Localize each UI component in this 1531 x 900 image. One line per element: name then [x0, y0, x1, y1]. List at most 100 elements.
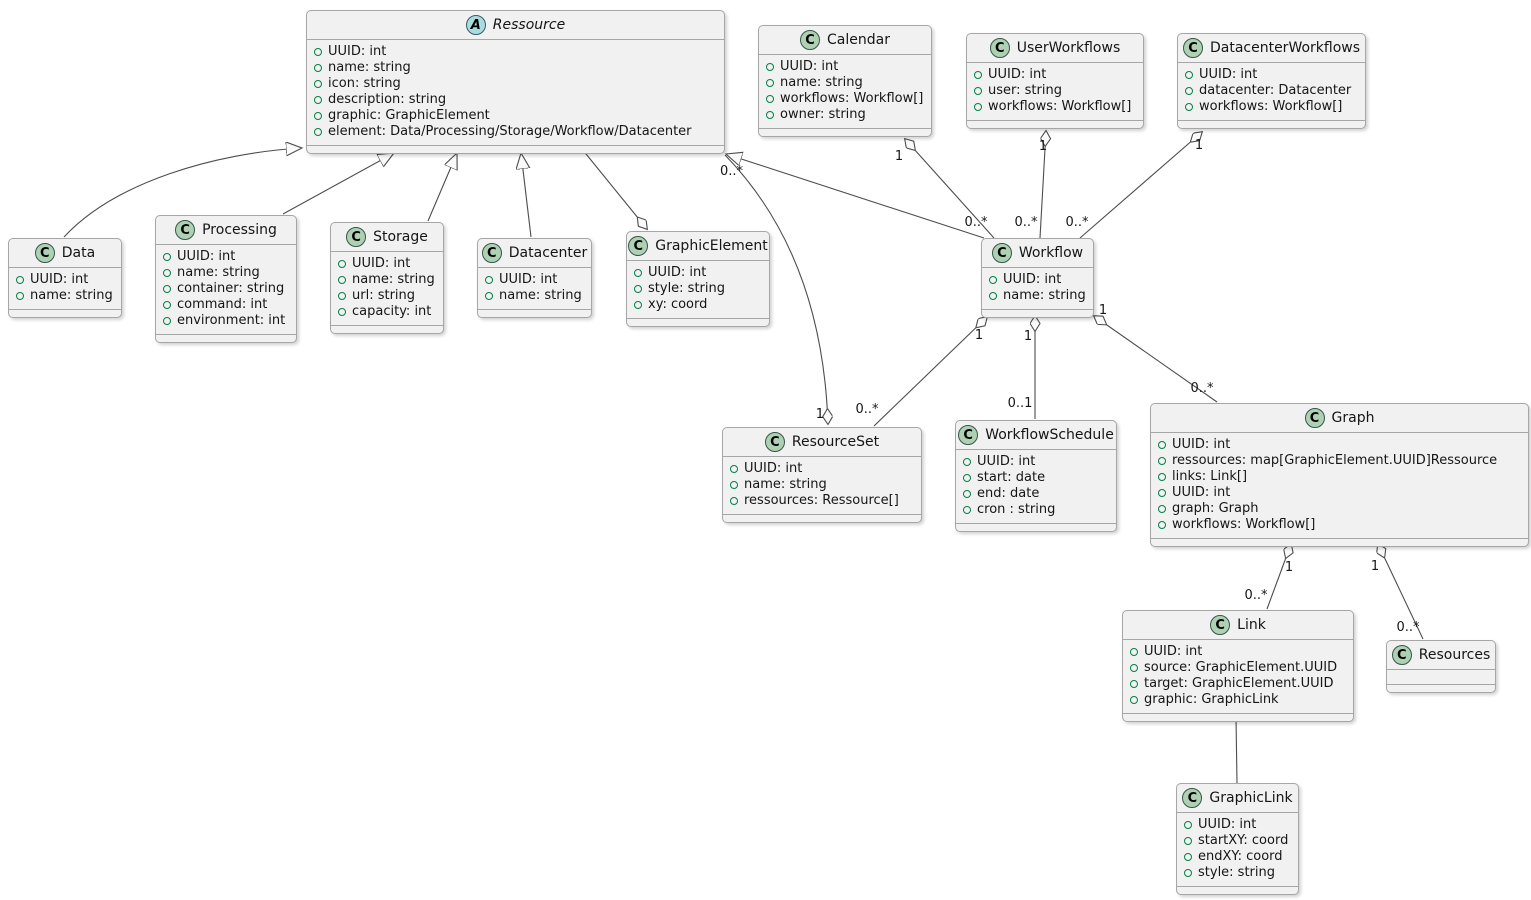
attribute-text: command: int — [177, 297, 268, 312]
class-badge-icon: C — [1391, 645, 1412, 665]
field-visibility-icon — [634, 301, 642, 309]
multiplicity-label: 0..* — [855, 402, 879, 417]
attribute-row: UUID: int — [336, 256, 437, 272]
field-visibility-icon — [1158, 489, 1166, 497]
attribute-text: endXY: coord — [1198, 849, 1283, 864]
attribute-text: graphic: GraphicLink — [1144, 692, 1279, 707]
attribute-row: target: GraphicElement.UUID — [1128, 676, 1347, 692]
field-visibility-icon — [974, 87, 982, 95]
attribute-row: start: date — [961, 470, 1110, 486]
class-title: C Storage — [331, 223, 443, 252]
attribute-text: UUID: int — [977, 454, 1036, 469]
class-box-resources: C Resources — [1386, 640, 1496, 693]
edge-aggregation-workflow-graph — [1094, 316, 1218, 403]
attribute-row: name: string — [312, 60, 718, 76]
class-name: GraphicLink — [1209, 790, 1293, 806]
field-visibility-icon — [989, 292, 997, 300]
methods-compartment — [627, 319, 769, 326]
attribute-row: owner: string — [764, 107, 925, 123]
class-title: C Resources — [1387, 641, 1495, 670]
attribute-text: UUID: int — [30, 272, 89, 287]
field-visibility-icon — [1130, 664, 1138, 672]
attribute-text: end: date — [977, 486, 1040, 501]
field-visibility-icon — [1130, 680, 1138, 688]
class-badge-icon: C — [764, 432, 785, 452]
attribute-text: cron : string — [977, 502, 1056, 517]
field-visibility-icon — [1158, 473, 1166, 481]
attribute-text: UUID: int — [1172, 437, 1231, 452]
field-visibility-icon — [314, 48, 322, 56]
field-visibility-icon — [1158, 521, 1166, 529]
field-visibility-icon — [974, 103, 982, 111]
multiplicity-label: 0..* — [1190, 381, 1214, 396]
class-title: C Processing — [156, 216, 296, 245]
methods-compartment — [1178, 121, 1365, 128]
methods-compartment — [1387, 685, 1495, 692]
field-visibility-icon — [766, 95, 774, 103]
multiplicity-label: 1 — [1039, 139, 1047, 154]
field-visibility-icon — [634, 285, 642, 293]
attribute-text: UUID: int — [1198, 817, 1257, 832]
attribute-row: name: string — [483, 288, 585, 304]
multiplicity-label: 0..* — [964, 215, 988, 230]
attribute-text: environment: int — [177, 313, 286, 328]
class-badge-icon: C — [800, 30, 821, 50]
attribute-row: startXY: coord — [1182, 833, 1292, 849]
class-badge-icon: C — [1182, 788, 1203, 808]
attribute-text: ressources: map[GraphicElement.UUID]Ress… — [1172, 453, 1498, 468]
attribute-text: workflows: Workflow[] — [988, 99, 1132, 114]
edge-generalization-storage-ressource — [427, 153, 457, 222]
attribute-text: name: string — [744, 477, 827, 492]
attribute-text: xy: coord — [648, 297, 708, 312]
methods-compartment — [331, 326, 443, 333]
attribute-row: UUID: int — [1183, 67, 1359, 83]
attribute-text: UUID: int — [328, 44, 387, 59]
field-visibility-icon — [730, 465, 738, 473]
field-visibility-icon — [314, 112, 322, 120]
methods-compartment — [478, 310, 591, 317]
class-badge-icon: C — [34, 243, 55, 263]
field-visibility-icon — [1185, 87, 1193, 95]
field-visibility-icon — [963, 490, 971, 498]
methods-compartment — [967, 121, 1143, 128]
attribute-text: name: string — [1003, 288, 1086, 303]
edge-aggregation-graph-resources — [1378, 544, 1424, 640]
class-title: C DatacenterWorkflows — [1178, 34, 1365, 63]
attribute-row: workflows: Workflow[] — [972, 99, 1137, 115]
field-visibility-icon — [963, 506, 971, 514]
attribute-row: UUID: int — [1128, 644, 1347, 660]
field-visibility-icon — [1158, 457, 1166, 465]
attribute-text: name: string — [499, 288, 582, 303]
edge-aggregation-userworkflows-workflow — [1039, 131, 1046, 239]
field-visibility-icon — [1130, 648, 1138, 656]
class-name: Data — [61, 245, 96, 261]
attribute-row: environment: int — [161, 313, 290, 329]
field-visibility-icon — [314, 96, 322, 104]
attribute-row: end: date — [961, 486, 1110, 502]
field-visibility-icon — [963, 458, 971, 466]
field-visibility-icon — [338, 292, 346, 300]
class-name: GraphicElement — [655, 238, 768, 254]
attribute-row: name: string — [161, 265, 290, 281]
field-visibility-icon — [1130, 696, 1138, 704]
field-visibility-icon — [314, 80, 322, 88]
edge-aggregation-ressource-graphicelement — [581, 148, 647, 229]
class-title: C Datacenter — [478, 239, 591, 268]
multiplicity-label: 1 — [1024, 329, 1032, 344]
field-visibility-icon — [163, 253, 171, 261]
class-badge-icon: C — [481, 243, 502, 263]
attribute-row: name: string — [987, 288, 1087, 304]
multiplicity-label: 0..* — [720, 164, 744, 179]
multiplicity-label: 0..1 — [1008, 396, 1033, 411]
class-name: Resources — [1418, 647, 1491, 663]
class-title: C GraphicElement — [627, 232, 769, 261]
field-visibility-icon — [1158, 505, 1166, 513]
class-title: A Ressource — [307, 11, 724, 40]
